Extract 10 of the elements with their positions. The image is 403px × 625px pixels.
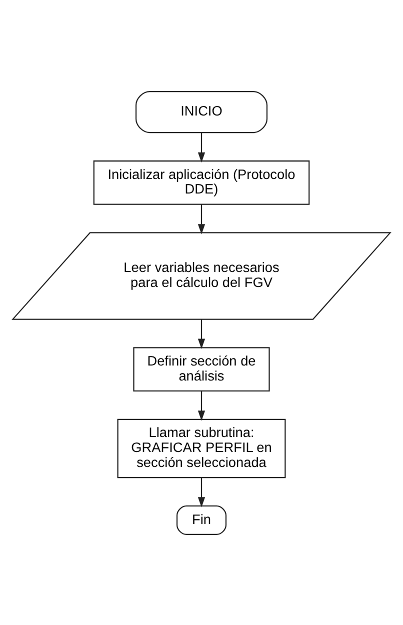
arrow	[198, 204, 206, 234]
arrow	[198, 390, 206, 420]
node-box: Llamar subrutina: GRAFICAR PERFIL en sección seleccionada	[117, 418, 286, 478]
node-box: Definir sección de análisis	[133, 346, 270, 392]
node-box: Inicializar aplicación (Protocolo DDE)	[93, 160, 310, 204]
arrow	[198, 318, 206, 349]
arrow	[198, 132, 206, 162]
node-box: Fin	[176, 504, 227, 535]
node-box: INICIO	[135, 90, 268, 133]
arrow	[198, 477, 206, 507]
